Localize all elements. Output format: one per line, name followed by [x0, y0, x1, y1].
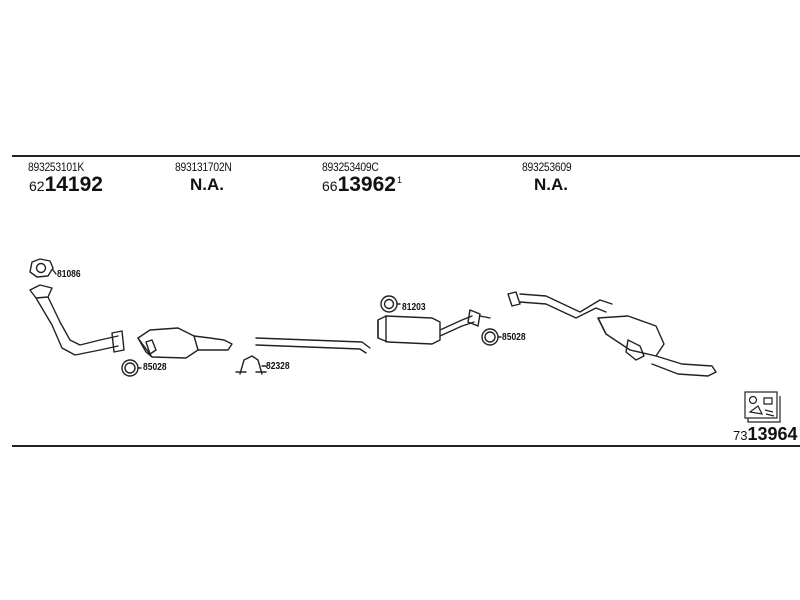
ring-icon[interactable]: [380, 295, 398, 313]
kit-part-number[interactable]: 7313964: [733, 424, 798, 445]
callout-ring-mid: 81203: [402, 302, 426, 313]
callout-ring-right: 85028: [502, 332, 526, 343]
status-2: N.A.: [190, 175, 224, 194]
leader-line: [52, 269, 57, 275]
top-divider: [12, 155, 800, 157]
status-4: N.A.: [534, 175, 568, 194]
part-number-1[interactable]: 6214192: [29, 173, 103, 197]
part-prefix-1: 62: [29, 178, 45, 194]
oe-number-4: 893253609: [522, 160, 572, 174]
callout-clamp: 82328: [266, 361, 290, 372]
intermediate-pipe[interactable]: [255, 337, 371, 354]
oe-number-2: 893131702N: [175, 160, 232, 174]
front-pipe[interactable]: [29, 284, 125, 356]
oe-number-1: 893253101K: [28, 160, 84, 174]
gasket-icon[interactable]: [29, 258, 54, 278]
ring-icon[interactable]: [481, 328, 499, 346]
ring-icon[interactable]: [121, 359, 139, 377]
catalytic-converter[interactable]: [137, 327, 233, 359]
part-main-3: 13962: [337, 173, 396, 196]
part-main-1: 14192: [44, 173, 103, 196]
oe-number-3: 893253409C: [322, 160, 379, 174]
clamp-icon[interactable]: [235, 355, 267, 375]
part-suffix-3: 1: [396, 175, 402, 185]
kit-part-prefix: 73: [733, 428, 748, 443]
rear-muffler[interactable]: [507, 291, 717, 377]
callout-gasket: 81086: [57, 269, 81, 280]
callout-ring-left: 85028: [143, 362, 167, 373]
bottom-divider: [12, 445, 800, 447]
kit-part-main: 13964: [747, 424, 798, 444]
part-number-3[interactable]: 66139621: [322, 173, 402, 197]
part-prefix-3: 66: [322, 178, 338, 194]
center-muffler[interactable]: [377, 309, 491, 345]
parts-kit-icon[interactable]: [744, 391, 781, 423]
